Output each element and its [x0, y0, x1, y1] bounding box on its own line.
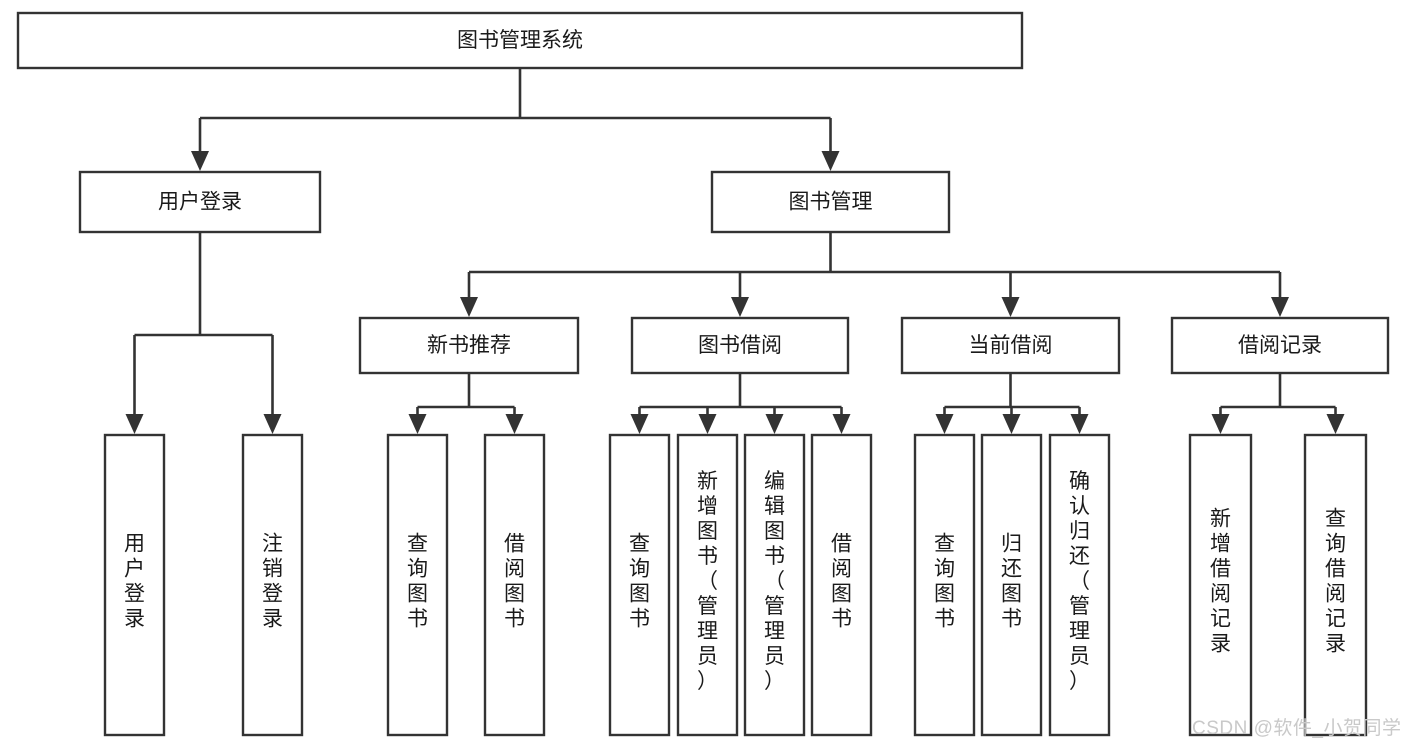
node-label: 注销登录	[262, 533, 283, 631]
node-leaf-query-record[interactable]: 查询借阅记录	[1303, 433, 1368, 737]
node-leaf-user-login[interactable]: 用户登录	[103, 433, 166, 737]
node-label: 新增图书（管理员）	[697, 470, 718, 693]
node-box	[810, 433, 873, 737]
node-label: 确认归还（管理员）	[1069, 470, 1090, 693]
node-user-login[interactable]: 用户登录	[78, 170, 322, 234]
node-box	[78, 170, 322, 234]
arrow-head-icon	[1271, 297, 1289, 317]
node-label: 借阅记录	[1238, 334, 1322, 357]
node-label: 借阅图书	[831, 533, 852, 631]
connector-group-root	[191, 68, 840, 171]
node-box	[743, 433, 806, 737]
arrow-head-icon	[1211, 414, 1230, 434]
node-current-borrow[interactable]: 当前借阅	[900, 316, 1121, 375]
connector-group-book-manage	[460, 232, 1289, 317]
arrow-head-icon	[731, 297, 749, 317]
node-box	[1048, 433, 1111, 737]
connectors-layer	[125, 68, 1345, 434]
arrow-head-icon	[263, 414, 282, 434]
node-label: 新书推荐	[427, 334, 511, 357]
node-leaf-query-book-1[interactable]: 查询图书	[386, 433, 449, 737]
node-box	[483, 433, 546, 737]
node-box	[676, 433, 739, 737]
node-box	[358, 316, 580, 375]
node-leaf-add-record[interactable]: 新增借阅记录	[1188, 433, 1253, 737]
arrow-head-icon	[408, 414, 427, 434]
arrow-head-icon	[1326, 414, 1345, 434]
node-new-book-recommend[interactable]: 新书推荐	[358, 316, 580, 375]
arrow-head-icon	[935, 414, 954, 434]
arrow-head-icon	[1002, 414, 1021, 434]
node-label: 查询图书	[629, 533, 650, 631]
arrow-head-icon	[698, 414, 717, 434]
node-box	[16, 11, 1024, 70]
node-box	[980, 433, 1043, 737]
node-box	[900, 316, 1121, 375]
connector-group-new-book-recommend	[408, 373, 524, 434]
node-root[interactable]: 图书管理系统	[16, 11, 1024, 70]
node-box	[1170, 316, 1390, 375]
arrow-head-icon	[460, 297, 478, 317]
connector-group-borrow-record	[1211, 373, 1345, 434]
node-label: 归还图书	[1001, 533, 1022, 631]
node-box	[386, 433, 449, 737]
arrow-head-icon	[125, 414, 144, 434]
node-box	[608, 433, 671, 737]
arrow-head-icon	[1070, 414, 1089, 434]
node-box	[1188, 433, 1253, 737]
node-label: 编辑图书（管理员）	[764, 470, 785, 693]
node-label: 新增借阅记录	[1210, 508, 1231, 656]
node-label: 查询图书	[934, 533, 955, 631]
arrow-head-icon	[1001, 297, 1020, 317]
node-label: 借阅图书	[504, 533, 525, 631]
connector-group-book-borrow	[630, 373, 851, 434]
arrow-head-icon	[832, 414, 851, 434]
arrow-head-icon	[630, 414, 649, 434]
connector-group-user-login	[125, 232, 282, 434]
arrow-head-icon	[765, 414, 784, 434]
node-box	[241, 433, 304, 737]
node-leaf-return-book[interactable]: 归还图书	[980, 433, 1043, 737]
node-box	[630, 316, 850, 375]
node-leaf-query-book-2[interactable]: 查询图书	[608, 433, 671, 737]
arrow-head-icon	[505, 414, 524, 434]
node-borrow-record[interactable]: 借阅记录	[1170, 316, 1390, 375]
node-label: 图书借阅	[698, 334, 782, 357]
node-label: 图书管理	[789, 191, 873, 214]
node-label: 查询图书	[407, 533, 428, 631]
node-leaf-edit-book[interactable]: 编辑图书（管理员）	[743, 433, 806, 737]
nodes-layer: 图书管理系统用户登录图书管理新书推荐图书借阅当前借阅借阅记录用户登录注销登录查询…	[16, 11, 1390, 737]
node-leaf-confirm-return[interactable]: 确认归还（管理员）	[1048, 433, 1111, 737]
node-leaf-borrow-book-1[interactable]: 借阅图书	[483, 433, 546, 737]
node-label: 图书管理系统	[457, 29, 583, 52]
csdn-watermark: CSDN @软件_小贺同学	[1192, 718, 1402, 739]
node-box	[103, 433, 166, 737]
node-book-borrow[interactable]: 图书借阅	[630, 316, 850, 375]
node-label: 查询借阅记录	[1325, 508, 1346, 656]
connector-group-current-borrow	[935, 373, 1089, 434]
node-leaf-query-book-3[interactable]: 查询图书	[913, 433, 976, 737]
node-box	[710, 170, 951, 234]
node-label: 用户登录	[124, 533, 145, 631]
node-leaf-borrow-book-2[interactable]: 借阅图书	[810, 433, 873, 737]
node-box	[1303, 433, 1368, 737]
node-book-manage[interactable]: 图书管理	[710, 170, 951, 234]
node-box	[913, 433, 976, 737]
arrow-head-icon	[191, 151, 209, 171]
node-leaf-user-logout[interactable]: 注销登录	[241, 433, 304, 737]
node-label: 用户登录	[158, 191, 242, 214]
node-label: 当前借阅	[969, 334, 1053, 357]
node-leaf-add-book[interactable]: 新增图书（管理员）	[676, 433, 739, 737]
arrow-head-icon	[821, 151, 840, 171]
